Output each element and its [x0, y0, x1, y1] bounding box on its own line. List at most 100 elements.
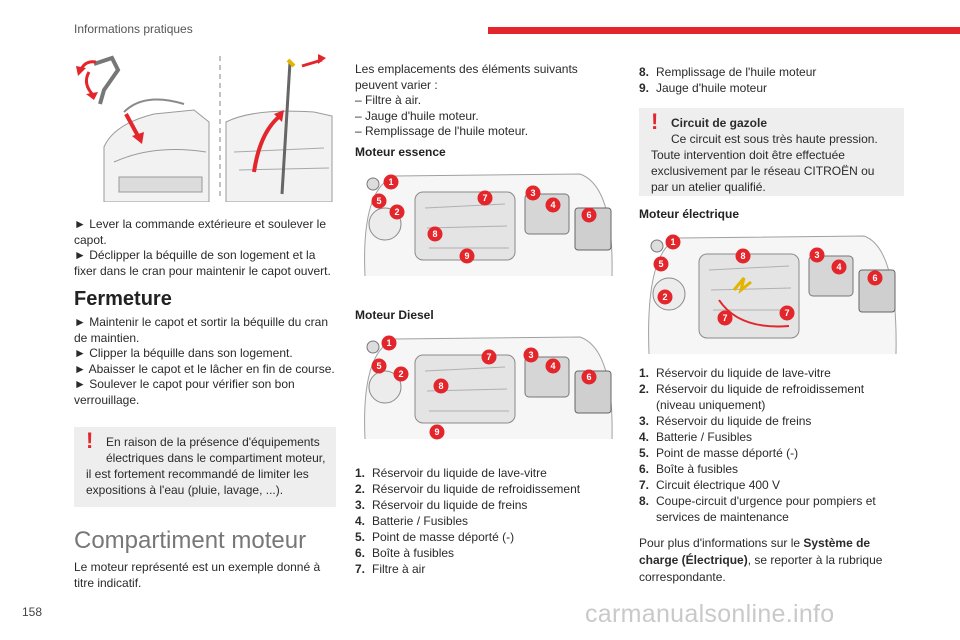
callout-number: 7 — [486, 352, 491, 362]
callout-number: 6 — [586, 210, 591, 220]
callout-badge — [581, 207, 597, 223]
petrol-heading: Moteur essence — [355, 145, 446, 159]
section-title: Compartiment moteur — [74, 527, 307, 554]
callout-number: 7 — [482, 193, 487, 203]
open-step-2: Déclipper la béquille de son logement et… — [74, 248, 336, 279]
list-item: 4.Batterie / Fusibles — [639, 430, 753, 444]
callout-number: 1 — [388, 177, 393, 187]
callout-number: 8 — [438, 381, 443, 391]
variation-1: – Filtre à air. — [355, 93, 422, 107]
diesel-engine-diagram: 1 5 2 7 3 4 6 8 9 — [355, 331, 620, 443]
callout-number: 4 — [550, 361, 555, 371]
callout-number: 2 — [662, 292, 667, 302]
callout-badge — [477, 190, 493, 206]
water-warning-box: ! En raison de la présence d'équipements… — [74, 427, 336, 507]
callout-number: 7 — [784, 308, 789, 318]
callout-badge — [523, 347, 539, 363]
diesel-heading: Moteur Diesel — [355, 308, 434, 322]
callout-number: 6 — [586, 372, 591, 382]
page-number: 158 — [22, 605, 43, 619]
more-info-text: Pour plus d'informations sur le Système … — [639, 536, 883, 584]
variation-2: – Jauge d'huile moteur. — [355, 108, 479, 123]
callout-number: 5 — [376, 361, 381, 371]
callout-number: 8 — [740, 251, 745, 261]
callout-number: 4 — [836, 262, 841, 272]
list-item: 2.Réservoir du liquide de refroidissemen… — [639, 382, 865, 412]
engine-parts-list-cont: 8.Remplissage de l'huile moteur 9.Jauge … — [639, 64, 904, 96]
variations-intro: Les emplacements des éléments suivants p… — [355, 62, 578, 92]
list-item: 7.Filtre à air — [355, 562, 426, 576]
water-warning-rest: il est fortement recommandé de limiter l… — [86, 467, 309, 497]
callout-badge — [657, 289, 673, 305]
callout-number: 9 — [434, 427, 439, 437]
list-item: 3.Réservoir du liquide de freins — [639, 414, 812, 428]
warning-exclamation-icon: ! — [86, 428, 94, 453]
diesel-warning-first: Ce circuit est sous très haute pression. — [671, 132, 878, 146]
callout-badge — [867, 270, 883, 286]
list-item: 5.Point de masse déporté (-) — [639, 446, 799, 460]
callout-badge — [429, 424, 445, 440]
list-item: 8.Coupe-circuit d'urgence pour pompiers … — [639, 494, 876, 524]
callout-badge — [459, 248, 475, 264]
watermark: carmanualsonline.info — [585, 600, 835, 628]
callout-badge — [427, 226, 443, 242]
callout-number: 5 — [658, 259, 663, 269]
engine-parts-list: 1.Réservoir du liquide de lave-vitre 2.R… — [355, 465, 620, 577]
list-item: 1.Réservoir du liquide de lave-vitre — [639, 366, 831, 380]
callout-badge — [665, 234, 681, 250]
fermeture-heading: Fermeture — [74, 288, 172, 310]
list-item: 6.Boîte à fusibles — [355, 546, 455, 560]
callout-badge — [545, 358, 561, 374]
callout-badge — [809, 247, 825, 263]
callout-number: 1 — [386, 338, 391, 348]
callout-number: 9 — [464, 251, 469, 261]
callout-badge — [831, 259, 847, 275]
list-item: 8.Remplissage de l'huile moteur — [639, 65, 817, 79]
callout-badge — [381, 335, 397, 351]
diesel-circuit-warning-box: ! Circuit de gazole Ce circuit est sous … — [639, 108, 904, 196]
fermeture-step-3: Abaisser le capot et le lâcher en fin de… — [74, 362, 336, 378]
diesel-warning-rest: Toute intervention doit être effectuée e… — [651, 148, 875, 194]
fermeture-steps: Maintenir le capot et sortir la béquille… — [74, 315, 336, 408]
callout-badge — [389, 204, 405, 220]
fermeture-step-1: Maintenir le capot et sortir la béquille… — [74, 315, 336, 346]
section-intro: Le moteur représenté est un exemple donn… — [74, 560, 321, 590]
callout-badge — [717, 310, 733, 326]
hood-opening-illustration — [74, 52, 336, 202]
fermeture-step-4: Soulever le capot pour vérifier son bon … — [74, 377, 336, 408]
fermeture-step-2: Clipper la béquille dans son logement. — [74, 346, 336, 362]
callout-number: 6 — [872, 273, 877, 283]
header-accent-bar — [488, 27, 960, 34]
callout-number: 2 — [398, 369, 403, 379]
callout-number: 8 — [432, 229, 437, 239]
callout-number: 5 — [376, 196, 381, 206]
callout-badge — [371, 193, 387, 209]
callout-number: 3 — [814, 250, 819, 260]
water-warning-first: En raison de la présence d'équipements é… — [106, 435, 326, 465]
list-item: 4.Batterie / Fusibles — [355, 514, 469, 528]
diesel-engine-svg: 1 5 2 7 3 4 6 8 9 — [364, 335, 613, 440]
callout-badge — [481, 349, 497, 365]
list-item: 3.Réservoir du liquide de freins — [355, 498, 528, 512]
electric-heading: Moteur électrique — [639, 207, 740, 221]
list-item: 7.Circuit électrique 400 V — [639, 478, 781, 492]
callout-badge — [383, 174, 399, 190]
callout-badge — [735, 248, 751, 264]
electric-parts-list: 1.Réservoir du liquide de lave-vitre 2.R… — [639, 365, 904, 525]
callout-number: 3 — [528, 350, 533, 360]
list-item: 2.Réservoir du liquide de refroidissemen… — [355, 482, 581, 496]
callout-badge — [393, 366, 409, 382]
open-steps: Lever la commande extérieure et soulever… — [74, 217, 336, 279]
callout-number: 4 — [550, 200, 555, 210]
callout-number: 7 — [722, 313, 727, 323]
list-item: 9.Jauge d'huile moteur — [639, 81, 768, 95]
callout-badge — [545, 197, 561, 213]
variations-block: Les emplacements des éléments suivants p… — [355, 62, 620, 140]
page-header-title: Informations pratiques — [74, 22, 193, 36]
list-item: 1.Réservoir du liquide de lave-vitre — [355, 466, 547, 480]
callout-number: 3 — [530, 188, 535, 198]
warning-exclamation-icon: ! — [651, 109, 659, 134]
callout-badge — [779, 305, 795, 321]
